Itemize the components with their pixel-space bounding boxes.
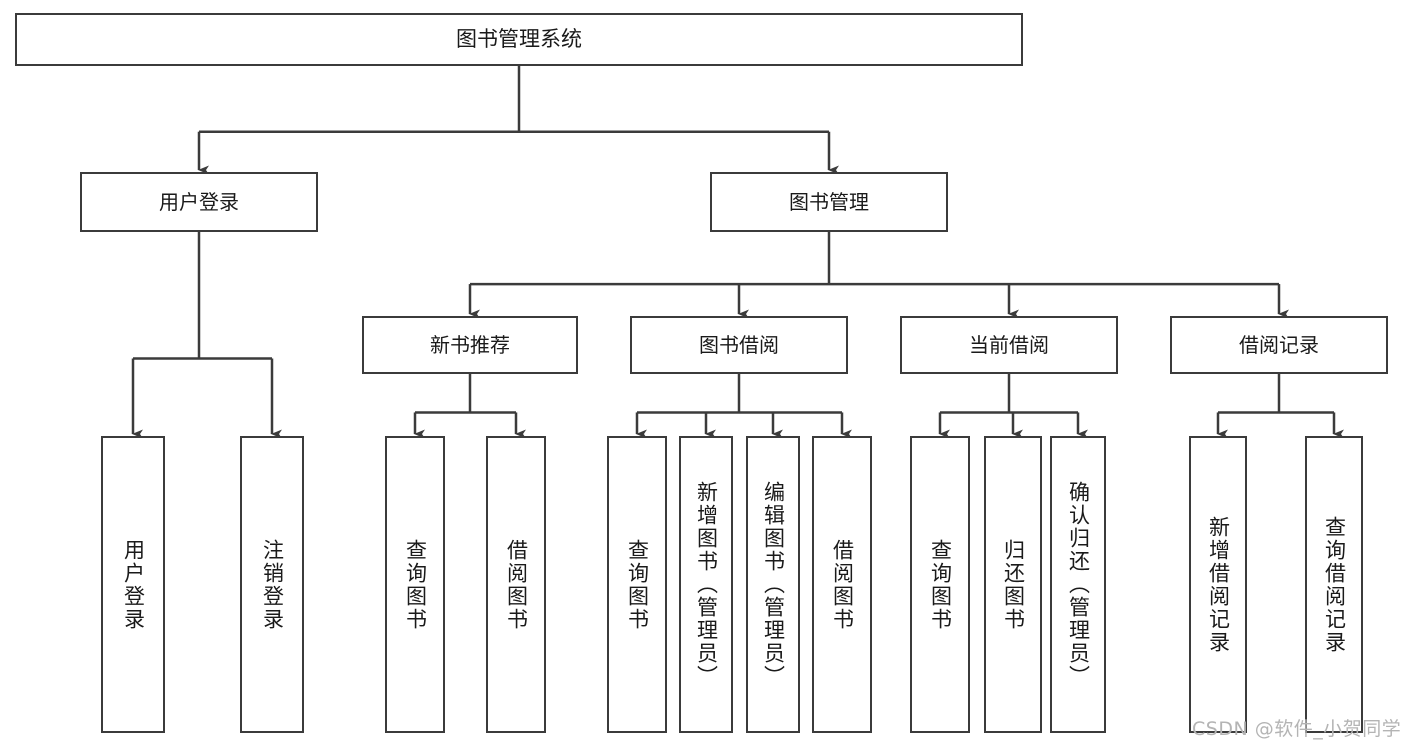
node-leaf-query-book-3-label: 查询图书 — [928, 538, 953, 631]
node-current-borrow-label: 当前借阅 — [969, 332, 1049, 357]
node-leaf-user-logout-label: 注销登录 — [260, 538, 285, 631]
node-new-book-recommend-label: 新书推荐 — [430, 332, 510, 357]
node-leaf-borrow-book-2[interactable]: 借阅图书 — [812, 436, 872, 733]
node-new-book-recommend[interactable]: 新书推荐 — [362, 316, 578, 374]
node-leaf-confirm-return-admin-label: 确认归还（管理员） — [1066, 481, 1091, 688]
node-leaf-borrow-book-2-label: 借阅图书 — [830, 538, 855, 631]
node-leaf-borrow-book-1[interactable]: 借阅图书 — [486, 436, 546, 733]
node-leaf-query-borrow-record-label: 查询借阅记录 — [1322, 515, 1347, 654]
node-leaf-user-login[interactable]: 用户登录 — [101, 436, 165, 733]
node-borrow-record[interactable]: 借阅记录 — [1170, 316, 1388, 374]
node-leaf-query-borrow-record[interactable]: 查询借阅记录 — [1305, 436, 1363, 733]
node-user-login[interactable]: 用户登录 — [80, 172, 318, 232]
node-user-login-label: 用户登录 — [159, 189, 239, 214]
node-book-management[interactable]: 图书管理 — [710, 172, 948, 232]
node-leaf-add-borrow-record-label: 新增借阅记录 — [1206, 515, 1231, 654]
node-leaf-query-book-2[interactable]: 查询图书 — [607, 436, 667, 733]
node-leaf-edit-book-admin[interactable]: 编辑图书（管理员） — [746, 436, 800, 733]
node-leaf-user-login-label: 用户登录 — [121, 538, 146, 631]
node-leaf-edit-book-admin-label: 编辑图书（管理员） — [761, 481, 786, 688]
node-leaf-query-book-3[interactable]: 查询图书 — [910, 436, 970, 733]
node-leaf-query-book-1-label: 查询图书 — [403, 538, 428, 631]
node-leaf-add-borrow-record[interactable]: 新增借阅记录 — [1189, 436, 1247, 733]
node-book-borrow[interactable]: 图书借阅 — [630, 316, 848, 374]
node-leaf-add-book-admin-label: 新增图书（管理员） — [694, 481, 719, 688]
node-leaf-return-book-label: 归还图书 — [1001, 538, 1026, 631]
node-current-borrow[interactable]: 当前借阅 — [900, 316, 1118, 374]
node-leaf-confirm-return-admin[interactable]: 确认归还（管理员） — [1050, 436, 1106, 733]
node-root[interactable]: 图书管理系统 — [15, 13, 1023, 66]
node-root-label: 图书管理系统 — [456, 27, 582, 52]
node-leaf-query-book-1[interactable]: 查询图书 — [385, 436, 445, 733]
csdn-watermark: CSDN @软件_小贺同学 — [1192, 718, 1402, 740]
node-leaf-borrow-book-1-label: 借阅图书 — [504, 538, 529, 631]
node-leaf-query-book-2-label: 查询图书 — [625, 538, 650, 631]
node-book-management-label: 图书管理 — [789, 189, 869, 214]
node-leaf-add-book-admin[interactable]: 新增图书（管理员） — [679, 436, 733, 733]
node-leaf-user-logout[interactable]: 注销登录 — [240, 436, 304, 733]
node-book-borrow-label: 图书借阅 — [699, 332, 779, 357]
node-borrow-record-label: 借阅记录 — [1239, 332, 1319, 357]
node-leaf-return-book[interactable]: 归还图书 — [984, 436, 1042, 733]
